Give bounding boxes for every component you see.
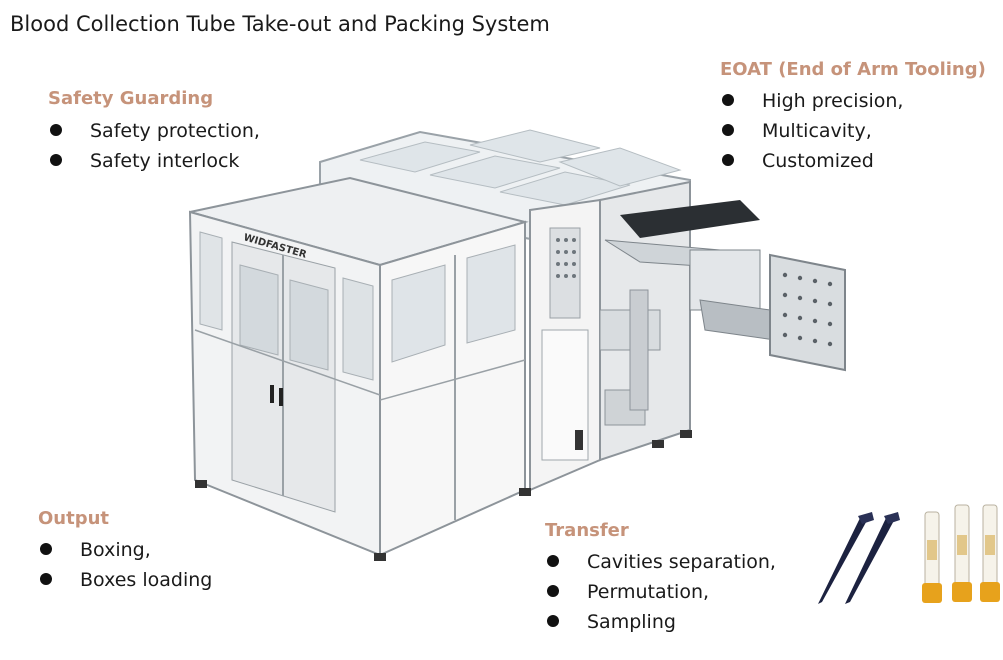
- transfer-heading: Transfer: [545, 520, 629, 541]
- list-item: Boxes loading: [40, 565, 212, 595]
- page-title: Blood Collection Tube Take-out and Packi…: [10, 12, 550, 36]
- bullet-icon: [547, 554, 559, 567]
- bullet-icon: [547, 614, 559, 627]
- list-item: Sampling: [547, 607, 776, 637]
- bullet-icon: [40, 542, 52, 555]
- eoat-plate: [769, 253, 846, 372]
- safety-heading: Safety Guarding: [48, 88, 214, 109]
- list-item: High precision,: [722, 86, 903, 116]
- list-item: Boxing,: [40, 535, 212, 565]
- output-list: Boxing, Boxes loading: [40, 535, 212, 595]
- bullet-icon: [722, 153, 734, 166]
- list-item: Safety interlock: [50, 146, 260, 176]
- list-item: Cavities separation,: [547, 547, 776, 577]
- pipette-tips-icon: [818, 512, 900, 604]
- bullet-icon: [50, 153, 62, 166]
- transfer-list: Cavities separation, Permutation, Sampli…: [547, 547, 776, 637]
- list-item: Multicavity,: [722, 116, 903, 146]
- bullet-icon: [722, 123, 734, 136]
- main-enclosure: WIDFASTER: [188, 176, 692, 561]
- list-item: Customized: [722, 146, 903, 176]
- bullet-icon: [547, 584, 559, 597]
- eoat-heading: EOAT (End of Arm Tooling): [720, 59, 986, 80]
- list-item: Safety protection,: [50, 116, 260, 146]
- eoat-list: High precision, Multicavity, Customized: [722, 86, 903, 176]
- bullet-icon: [40, 572, 52, 585]
- bullet-icon: [722, 93, 734, 106]
- bullet-icon: [50, 123, 62, 136]
- gantry-arm: [604, 200, 776, 341]
- list-item: Permutation,: [547, 577, 776, 607]
- safety-list: Safety protection, Safety interlock: [50, 116, 260, 176]
- output-heading: Output: [38, 508, 110, 529]
- collection-tubes-icon: [922, 504, 1000, 603]
